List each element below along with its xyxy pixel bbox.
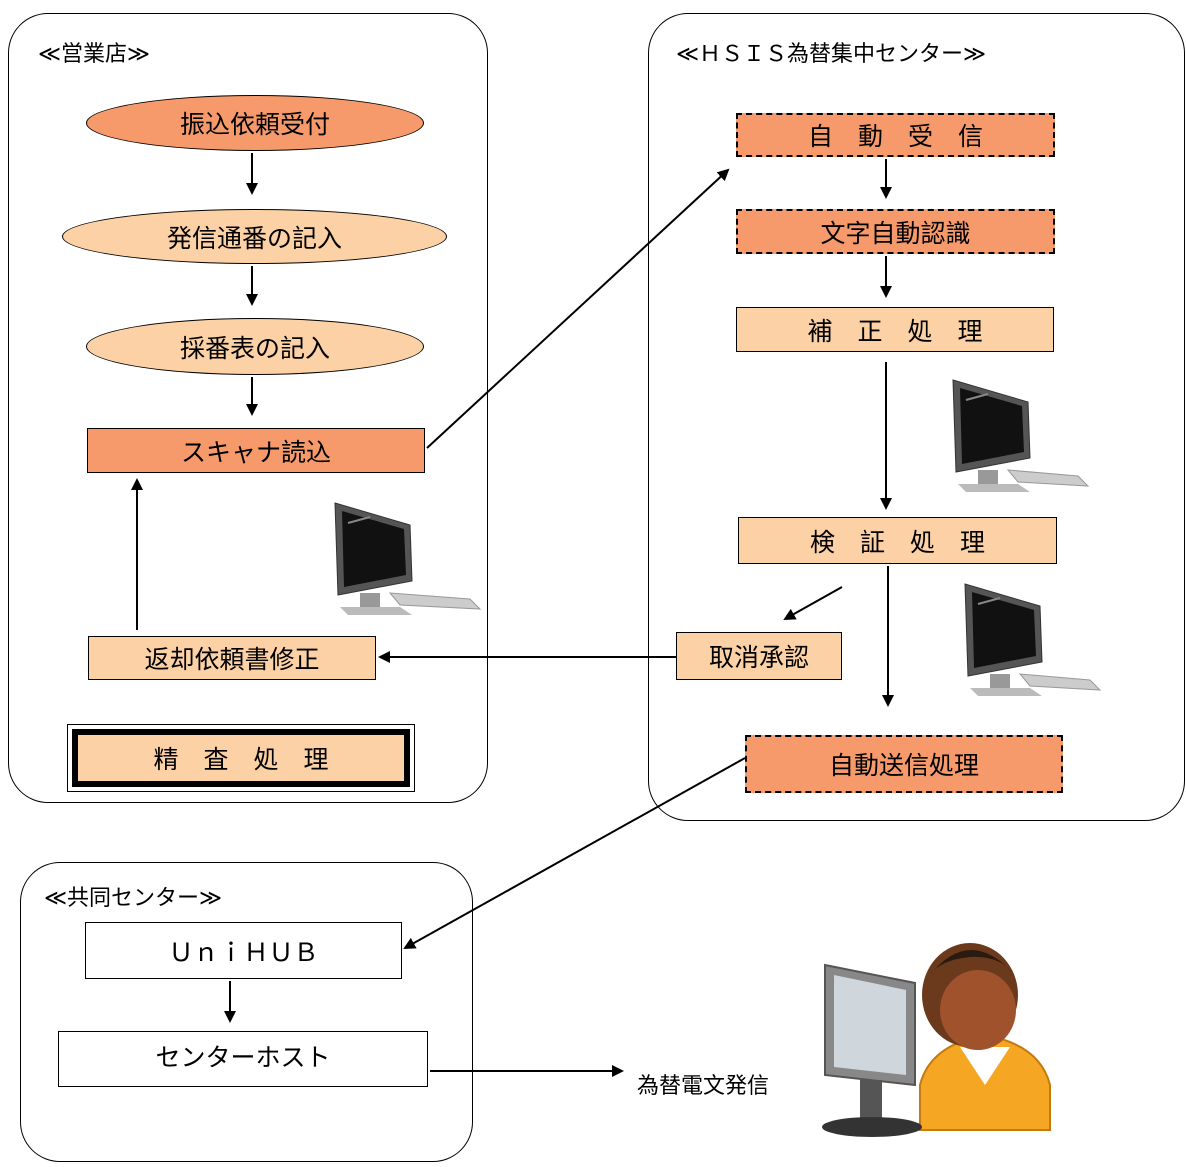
host-node-box: センターホスト bbox=[58, 1031, 428, 1087]
scanner-node: スキャナ読込 bbox=[87, 428, 425, 473]
ocr-node: 文字自動認識 bbox=[736, 209, 1055, 254]
arrow-verify-cancel bbox=[783, 586, 843, 620]
computer-icon bbox=[952, 379, 1090, 492]
arrow-autosend-unihub bbox=[403, 757, 746, 949]
saiban-node: 採番表の記入 bbox=[86, 318, 424, 375]
joint-panel-title: ≪共同センター≫ bbox=[44, 886, 223, 911]
arrow-scanner-autoreceive bbox=[426, 168, 730, 449]
seisa-node: 精 査 処 理 bbox=[67, 724, 415, 792]
henkyaku-node: 返却依頼書修正 bbox=[88, 636, 376, 680]
correction-node: 補 正 処 理 bbox=[736, 307, 1054, 352]
cancel-node: 取消承認 bbox=[676, 632, 842, 680]
auto-send-node: 自動送信処理 bbox=[745, 735, 1063, 793]
unihub-node: ＵｎｉＨＵＢ bbox=[85, 922, 402, 979]
computer-icon bbox=[334, 502, 482, 615]
computer-icon bbox=[964, 583, 1102, 696]
operator-icon bbox=[822, 943, 1051, 1137]
branch-panel-title: ≪営業店≫ bbox=[38, 42, 151, 67]
auto-receive-node: 自 動 受 信 bbox=[736, 113, 1055, 157]
joint-panel bbox=[20, 862, 473, 1162]
furikomi-node: 振込依頼受付 bbox=[86, 95, 424, 151]
center-panel-title: ≪ＨＳＩＳ為替集中センター≫ bbox=[676, 42, 987, 67]
output-label: 為替電文発信 bbox=[637, 1074, 770, 1099]
hasshin-node: 発信通番の記入 bbox=[62, 209, 447, 264]
verify-node: 検 証 処 理 bbox=[738, 517, 1057, 564]
